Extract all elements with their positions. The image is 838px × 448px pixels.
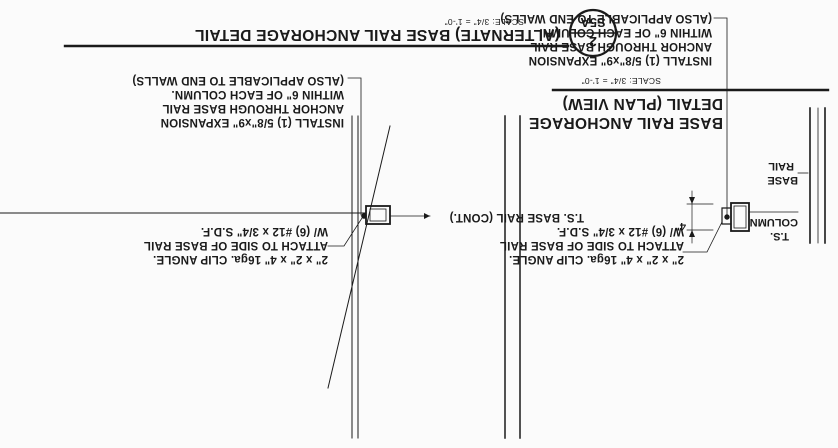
alt-anchor-note-line2: ANCHOR THROUGH BASE RAIL — [162, 102, 344, 114]
alt-rail-leader-arrow — [424, 213, 430, 219]
alt-diagonal-line — [327, 125, 391, 389]
plan-column-label-line1: T.S. — [770, 230, 789, 242]
detail-bubble-number: 2 — [589, 34, 597, 50]
plan-clip-angle — [721, 207, 732, 225]
plan-column-inner — [733, 205, 747, 229]
plan-anchor-note-line3: WITHIN 6" OF EACH COLUMN. — [539, 26, 712, 38]
plan-clip-note-line3: W/ (6) #12 x 3/4" S.D.F. — [556, 225, 684, 237]
alt-title: (ALTERNATE) BASE RAIL ANCHORAGE DETAIL — [194, 26, 560, 43]
plan-rail-label-line1: BASE — [767, 174, 798, 186]
alternate-linework — [0, 8, 618, 439]
alt-anchor-note-line3: WITHIN 6" OF EACH COLUMN. — [171, 88, 344, 100]
plan-dimension-arrow — [689, 230, 695, 237]
alt-anchor-bolt — [361, 213, 367, 219]
alt-column-inner — [369, 208, 387, 222]
plan-title-line2: DETAIL (PLAN VIEW) — [562, 95, 723, 112]
alt-anchor-leader — [347, 77, 362, 216]
alt-anchor-note-line1: INSTALL (1) 5/8"x9" EXPANSION — [160, 116, 345, 128]
alt-clip-note-line3: W/ (6) #12 x 3/4" S.D.F. — [200, 225, 328, 237]
plan-rail-label-line2: RAIL — [768, 160, 794, 172]
plan-view-linework — [551, 17, 830, 253]
alt-clip-note-line2: ATTACH TO SIDE OF BASE RAIL — [143, 239, 328, 251]
alt-anchor-note-line4: (ALSO APPLICABLE TO END WALLS) — [132, 74, 344, 86]
plan-scale: SCALE: 3/4" = 1'-0" — [581, 76, 661, 86]
alt-base-rail-label: T.S. BASE RAIL (CONT.) — [449, 211, 584, 223]
plan-anchor-leader — [713, 17, 728, 218]
plan-clip-note-line1: 2" x 2" x 4" 16ga. CLIP ANGLE. — [508, 253, 684, 265]
plan-column-label-line2: COLUMN — [749, 216, 798, 228]
alt-clip-note-line1: 2" x 2" x 4" 16ga. CLIP ANGLE. — [152, 253, 328, 265]
alt-scale: SCALE: 3/4" = 1'-0" — [444, 17, 524, 27]
plan-dimension-label: 4" — [674, 220, 686, 232]
alt-clip-leader — [327, 217, 363, 247]
detail-bubble-sheet: S5A — [580, 15, 606, 30]
plan-clip-leader — [682, 221, 723, 253]
plan-dimension-arrow — [689, 197, 695, 204]
plan-title-line1: BASE RAIL ANCHORAGE — [528, 114, 723, 131]
plan-clip-note-line2: ATTACH TO SIDE OF BASE RAIL — [499, 239, 684, 251]
plan-column — [730, 202, 750, 232]
plan-anchor-note-line1: INSTALL (1) 5/8"x9" EXPANSION — [528, 54, 713, 66]
